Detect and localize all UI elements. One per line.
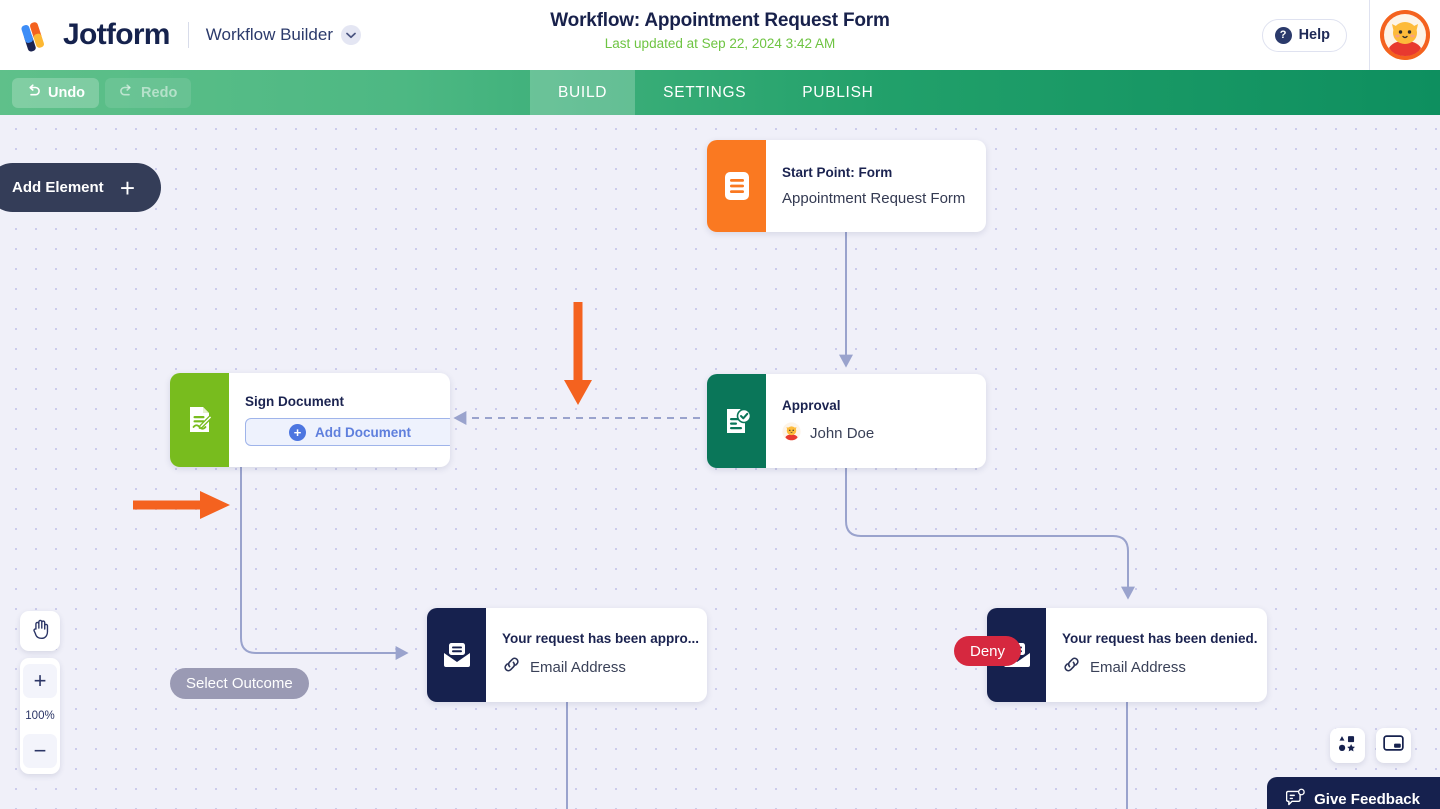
node-approval-title: Approval — [782, 398, 841, 413]
tab-publish[interactable]: PUBLISH — [774, 70, 901, 115]
app-header: Jotform Workflow Builder Workflow: Appoi… — [0, 0, 1440, 70]
undo-arrow-icon — [26, 83, 41, 102]
canvas-view-buttons — [1330, 728, 1411, 763]
node-email-denied-title: Your request has been denied. — [1062, 631, 1258, 646]
avatar[interactable] — [1370, 0, 1440, 70]
pan-tool-button[interactable] — [20, 611, 60, 651]
node-start-point-title: Start Point: Form — [782, 165, 893, 180]
edge-label-select-outcome[interactable]: Select Outcome — [170, 668, 309, 699]
plus-icon: + — [119, 172, 135, 203]
node-approval-body: Approval John — [766, 374, 890, 468]
node-email-approved-title: Your request has been appro... — [502, 631, 700, 646]
zoom-out-label: − — [33, 738, 47, 763]
jotform-logo-icon — [20, 18, 54, 52]
zoom-in-label: + — [33, 668, 47, 693]
add-document-button[interactable]: + Add Document — [245, 418, 450, 446]
zoom-controls: + 100% − — [20, 658, 60, 774]
node-sign-document-body: Sign Document + Add Document — [229, 373, 450, 467]
tab-build-label: BUILD — [558, 83, 608, 101]
feedback-icon — [1285, 788, 1305, 809]
header-right-area: ? Help — [1261, 0, 1440, 70]
help-button-label: Help — [1298, 27, 1330, 43]
shapes-icon — [1338, 734, 1357, 758]
zoom-level-value: 100% — [25, 710, 55, 722]
node-approval-assignee: John Doe — [782, 422, 874, 444]
node-email-approved-body: Your request has been appro... Email Add… — [486, 608, 707, 702]
workflow-canvas[interactable]: Add Element + Start Point: Form Appointm… — [0, 115, 1440, 809]
edge-label-deny[interactable]: Deny — [954, 636, 1022, 666]
brand-divider — [187, 22, 189, 48]
node-email-approved[interactable]: Your request has been appro... Email Add… — [427, 608, 707, 702]
node-email-denied-recipient: Email Address — [1062, 655, 1258, 679]
node-sign-document[interactable]: Sign Document + Add Document — [170, 373, 450, 467]
form-icon — [707, 140, 766, 232]
node-sign-document-title: Sign Document — [245, 394, 345, 409]
redo-button[interactable]: Redo — [105, 77, 192, 108]
header-divider — [1369, 0, 1370, 70]
tab-build[interactable]: BUILD — [530, 70, 636, 115]
sign-document-icon — [170, 373, 229, 467]
product-name: Workflow Builder — [205, 25, 333, 44]
edge-label-select-outcome-text: Select Outcome — [186, 675, 293, 692]
approval-document-icon — [707, 374, 766, 468]
node-approval-assignee-name: John Doe — [810, 424, 875, 442]
add-element-button[interactable]: Add Element + — [0, 163, 161, 212]
workflow-edges — [240, 232, 1135, 809]
cat-avatar-icon — [782, 422, 801, 444]
node-start-point-body: Start Point: Form Appointment Request Fo… — [766, 140, 981, 232]
minimap-button[interactable] — [1376, 728, 1411, 763]
node-email-approved-recipient: Email Address — [502, 655, 699, 679]
plus-circle-icon: + — [289, 423, 306, 441]
tab-settings-label: SETTINGS — [663, 83, 747, 101]
link-icon — [502, 655, 521, 679]
cat-avatar-icon — [1380, 10, 1430, 60]
redo-button-label: Redo — [141, 84, 178, 101]
node-start-point[interactable]: Start Point: Form Appointment Request Fo… — [707, 140, 986, 232]
envelope-icon — [427, 608, 486, 702]
minimap-icon — [1383, 734, 1404, 757]
link-icon — [1062, 655, 1081, 679]
add-document-label: Add Document — [315, 424, 411, 440]
undo-button[interactable]: Undo — [12, 77, 100, 108]
brand-name: Jotform — [63, 18, 170, 51]
builder-tabs: BUILD SETTINGS PUBLISH — [530, 70, 902, 115]
add-element-label: Add Element — [12, 179, 104, 196]
node-approval[interactable]: Approval John — [707, 374, 986, 468]
give-feedback-button[interactable]: Give Feedback — [1267, 777, 1440, 809]
undo-redo-group: Undo Redo — [0, 77, 192, 108]
edge-label-deny-text: Deny — [970, 642, 1006, 660]
shapes-button[interactable] — [1330, 728, 1365, 763]
node-email-approved-subtitle: Email Address — [530, 658, 626, 676]
chevron-down-icon[interactable] — [341, 25, 361, 45]
undo-button-label: Undo — [48, 84, 86, 101]
brand-area[interactable]: Jotform — [0, 18, 170, 52]
question-mark-icon: ? — [1274, 26, 1292, 44]
help-button[interactable]: ? Help — [1261, 18, 1347, 52]
tab-settings[interactable]: SETTINGS — [635, 70, 774, 115]
give-feedback-label: Give Feedback — [1314, 790, 1420, 808]
zoom-in-button[interactable]: + — [23, 664, 57, 698]
node-email-denied[interactable]: Your request has been denied. Email Addr… — [987, 608, 1267, 702]
redo-arrow-icon — [119, 83, 134, 102]
tab-publish-label: PUBLISH — [802, 83, 874, 101]
workflow-toolbar: Undo Redo BUILD SETTINGS PUBLISH — [0, 70, 1440, 115]
node-start-point-subtitle: Appointment Request Form — [782, 190, 966, 207]
zoom-out-button[interactable]: − — [23, 734, 57, 768]
hand-icon — [30, 618, 51, 645]
node-email-denied-body: Your request has been denied. Email Addr… — [1046, 608, 1267, 702]
node-email-denied-subtitle: Email Address — [1090, 658, 1186, 676]
